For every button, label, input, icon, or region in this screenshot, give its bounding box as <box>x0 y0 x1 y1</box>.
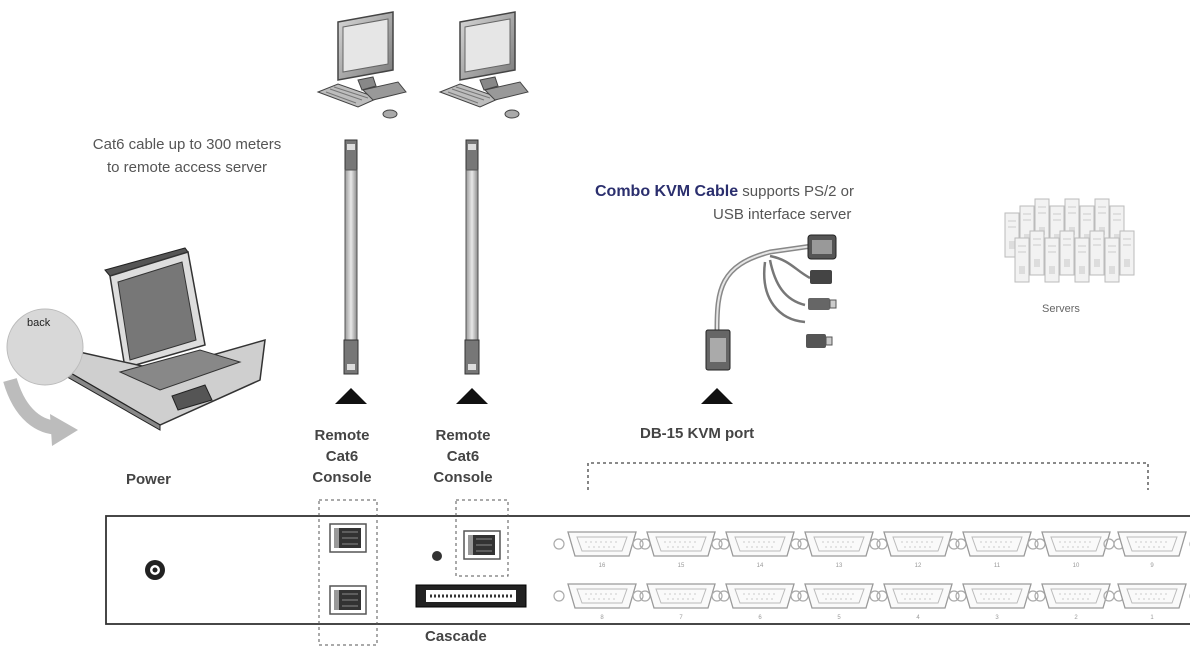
port-number: 14 <box>757 563 764 569</box>
port-number: 5 <box>837 615 841 621</box>
cat6-cable-note: Cat6 cable up to 300 meters to remote ac… <box>52 133 322 179</box>
port-number: 13 <box>836 563 843 569</box>
port-number: 8 <box>600 615 604 621</box>
rj45-port-icon <box>329 523 367 553</box>
remote-pc-2-icon <box>439 11 529 119</box>
console-label-line: Console <box>433 469 493 486</box>
port-number: 12 <box>915 563 922 569</box>
port-number: 6 <box>758 615 762 621</box>
port-number: 1 <box>1150 615 1154 621</box>
port-number: 10 <box>1073 563 1080 569</box>
arrow-up-icon <box>335 388 367 404</box>
arrow-up-icon <box>701 388 733 404</box>
back-label: back <box>27 317 51 329</box>
port-number: 3 <box>995 615 999 621</box>
lcd-console-drawer-icon <box>47 247 266 431</box>
power-label: Power <box>126 471 172 488</box>
rj45-port-icon <box>329 585 367 615</box>
ground-screw-icon <box>432 551 442 561</box>
cascade-label: Cascade <box>425 628 487 645</box>
port-number: 9 <box>1150 563 1154 569</box>
console-label-line: Cat6 <box>325 448 359 465</box>
port-number: 15 <box>678 563 685 569</box>
cascade-connector-icon <box>415 584 527 608</box>
remote-cat6-console-1-label: Remote Cat6 Console <box>297 425 387 488</box>
combo-kvm-cable-icon <box>705 234 837 371</box>
db15-kvm-port-label: DB-15 KVM port <box>640 425 755 442</box>
console-label-line: Console <box>312 469 372 486</box>
remote-pc-1-icon <box>317 11 407 119</box>
port-number: 4 <box>916 615 920 621</box>
servers-label: Servers <box>1042 303 1080 315</box>
cat6-note-line1: Cat6 cable up to 300 meters <box>92 136 282 153</box>
servers-icon <box>1004 198 1135 283</box>
port-number: 16 <box>599 563 606 569</box>
remote-console-2-box <box>455 499 509 577</box>
cat6-note-line2: to remote access server <box>106 159 268 176</box>
combo-note-line2: USB interface server <box>713 206 852 223</box>
combo-note-line1: supports PS/2 or <box>738 183 855 200</box>
arrow-up-icon <box>456 388 488 404</box>
remote-cat6-console-2-label: Remote Cat6 Console <box>418 425 508 488</box>
console-label-line: Remote <box>435 427 491 444</box>
combo-kvm-note: Combo KVM Cable supports PS/2 or USB int… <box>595 180 975 226</box>
back-rotation-icon <box>3 308 84 446</box>
port-range-bracket <box>587 462 1149 490</box>
console-label-line: Cat6 <box>446 448 480 465</box>
power-connector-icon <box>145 560 165 580</box>
port-number: 11 <box>994 563 1001 569</box>
cat6-cable-2-icon <box>464 139 480 375</box>
console-label-line: Remote <box>314 427 370 444</box>
cat6-cable-1-icon <box>343 139 359 375</box>
port-number: 2 <box>1074 615 1078 621</box>
rj45-port-icon <box>463 530 501 560</box>
combo-kvm-cable-title: Combo KVM Cable <box>595 183 739 200</box>
port-number: 7 <box>679 615 683 621</box>
